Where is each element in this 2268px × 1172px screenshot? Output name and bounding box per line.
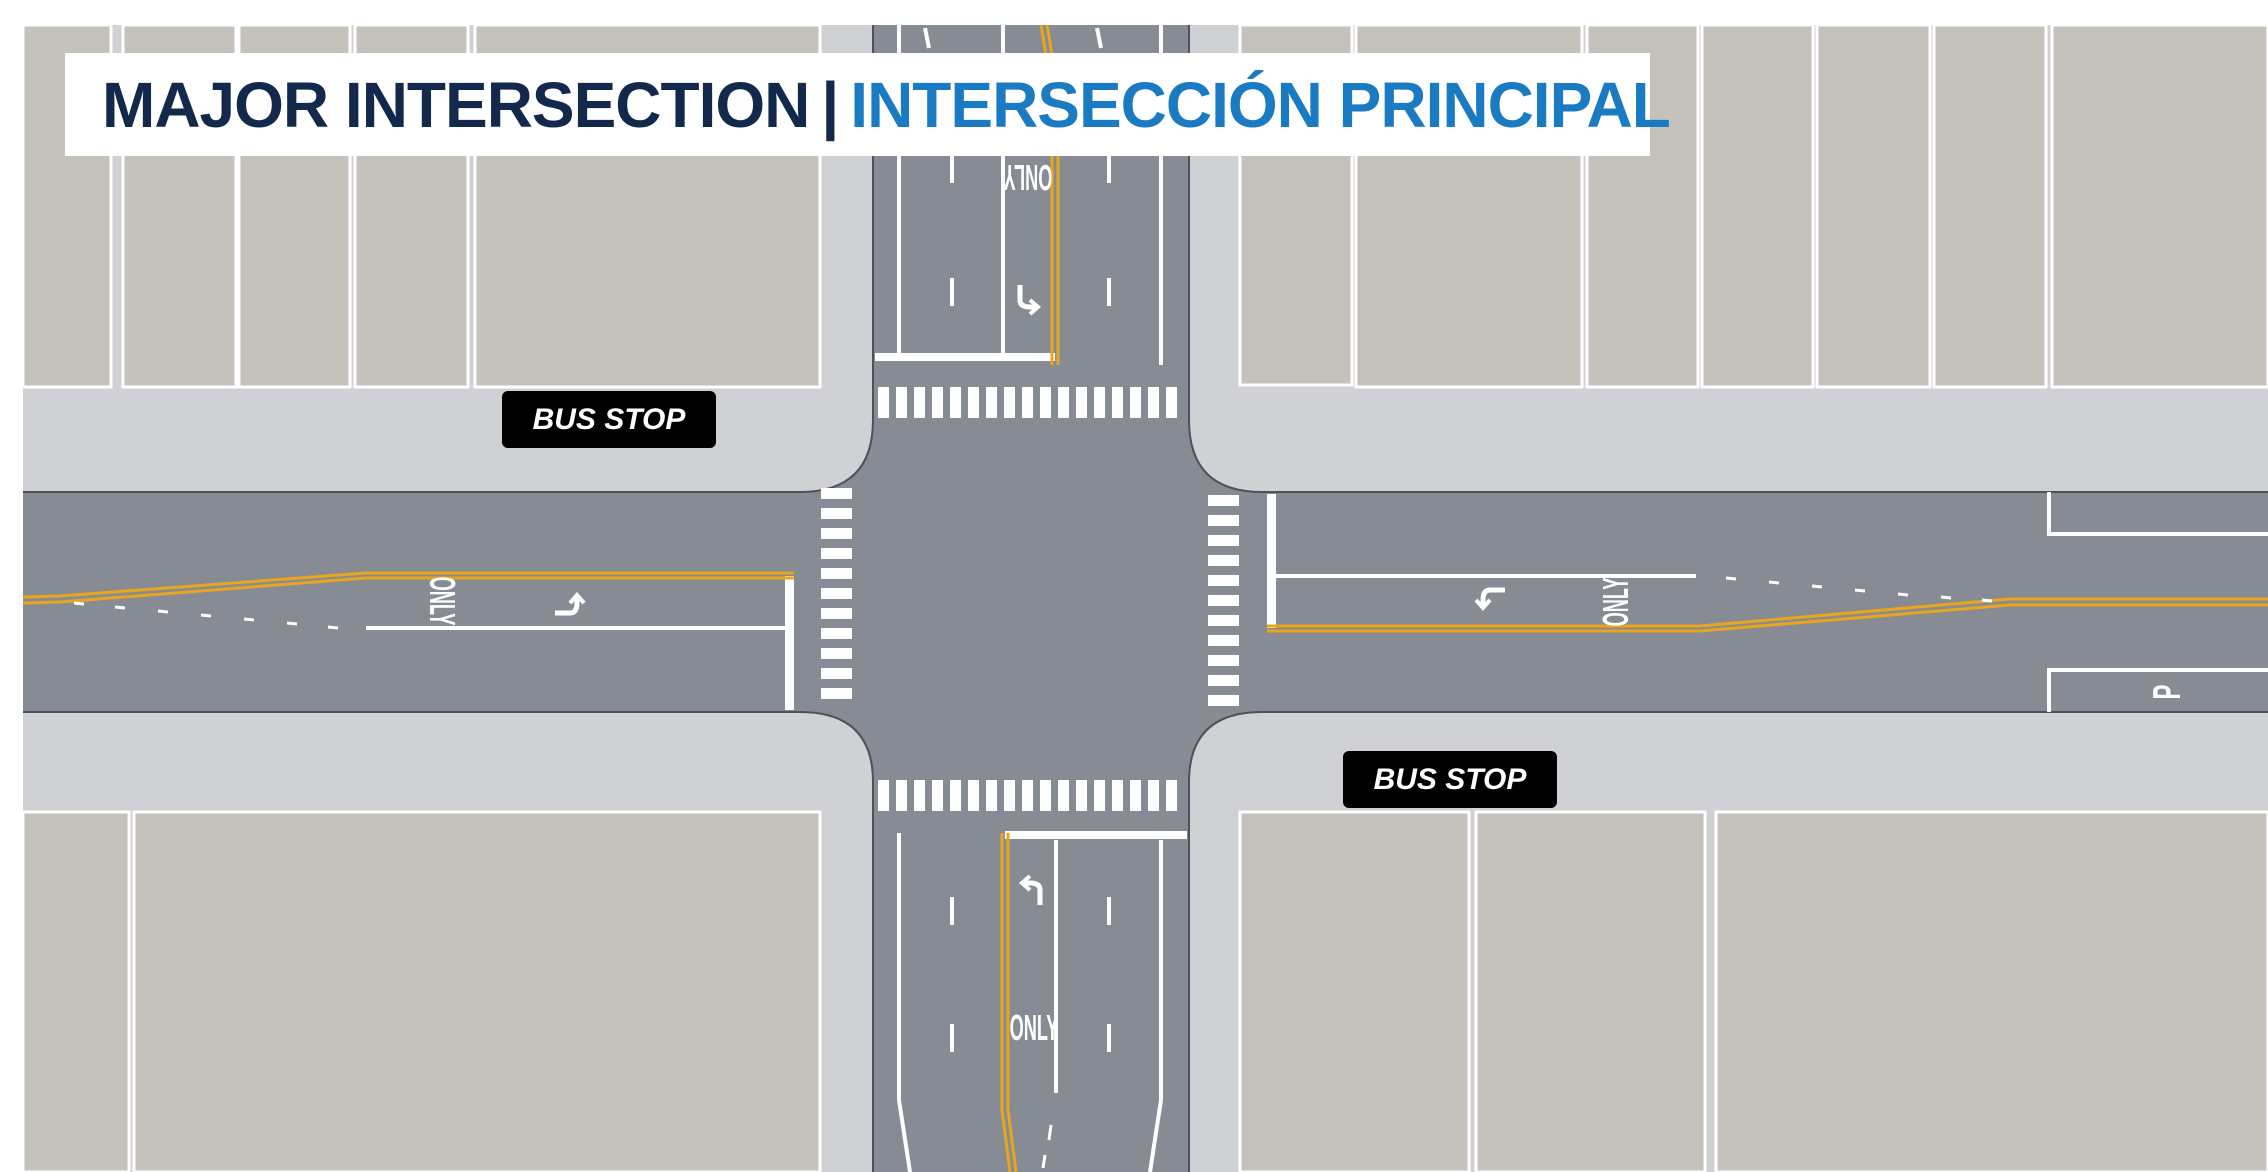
crosswalk-east: [1208, 495, 1239, 706]
south-approach-markings: ONLY: [897, 831, 1187, 1172]
crosswalk-west: [821, 488, 852, 699]
title-separator: |: [821, 68, 839, 141]
bus-stop-sign-northwest: BUS STOP: [502, 391, 716, 448]
east-approach-markings: ONLY: [1267, 494, 2268, 633]
bus-stop-sign-southeast: BUS STOP: [1343, 751, 1557, 808]
turn-arrow-icon: [1474, 587, 1505, 612]
turn-arrow-icon: [1017, 285, 1042, 316]
parking-marking: P: [2144, 685, 2188, 700]
building-lots-southwest: [21, 810, 822, 1172]
roadway: [23, 25, 2268, 1172]
turn-arrow-icon: [1018, 874, 1043, 905]
title-spanish: INTERSECCIÓN PRINCIPAL: [850, 68, 1671, 141]
building-lots-southeast: [1238, 810, 2268, 1172]
only-marking-north: ONLY: [1004, 156, 1053, 196]
title-english: MAJOR INTERSECTION: [102, 68, 810, 141]
turn-arrow-icon: [555, 591, 586, 616]
crosswalk-north: [878, 387, 1177, 418]
parking-stall-markings: [2047, 492, 2268, 712]
crosswalk-south: [878, 780, 1177, 811]
curb-lines: [23, 25, 2268, 1172]
only-marking-west: ONLY: [421, 577, 461, 626]
only-marking-south: ONLY: [1010, 1008, 1059, 1048]
west-approach-markings: ONLY: [22, 571, 794, 710]
title-banner: MAJOR INTERSECTION | INTERSECCIÓN PRINCI…: [65, 53, 1671, 156]
only-marking-east: ONLY: [1596, 578, 1636, 627]
